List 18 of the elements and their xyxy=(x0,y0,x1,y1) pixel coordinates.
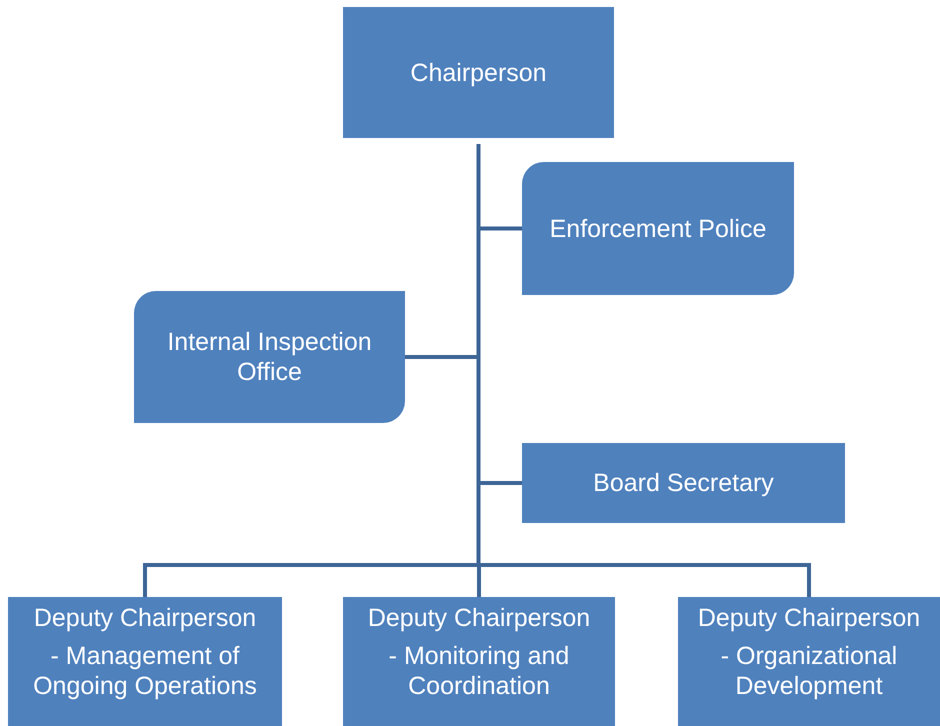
org-box xyxy=(343,597,615,726)
box-label: Enforcement Police xyxy=(550,214,766,244)
org-box xyxy=(522,443,845,523)
box-label: Deputy Chairperson xyxy=(698,603,920,633)
rounded-box xyxy=(522,162,794,295)
org-box xyxy=(678,597,940,726)
org-box xyxy=(8,597,282,726)
box-label: - Organizational Development xyxy=(720,641,898,701)
rounded-box xyxy=(134,291,405,423)
box-label: - Management of Ongoing Operations xyxy=(32,641,258,701)
connector-line xyxy=(476,144,811,597)
org-box xyxy=(343,7,614,138)
box-label: Internal Inspection Office xyxy=(166,327,373,387)
box-label: Board Secretary xyxy=(593,468,774,498)
box-label: Chairperson xyxy=(410,58,547,88)
box-label: Deputy Chairperson xyxy=(368,603,590,633)
box-label: - Monitoring and Coordination xyxy=(388,641,570,701)
box-label: Deputy Chairperson xyxy=(34,603,256,633)
